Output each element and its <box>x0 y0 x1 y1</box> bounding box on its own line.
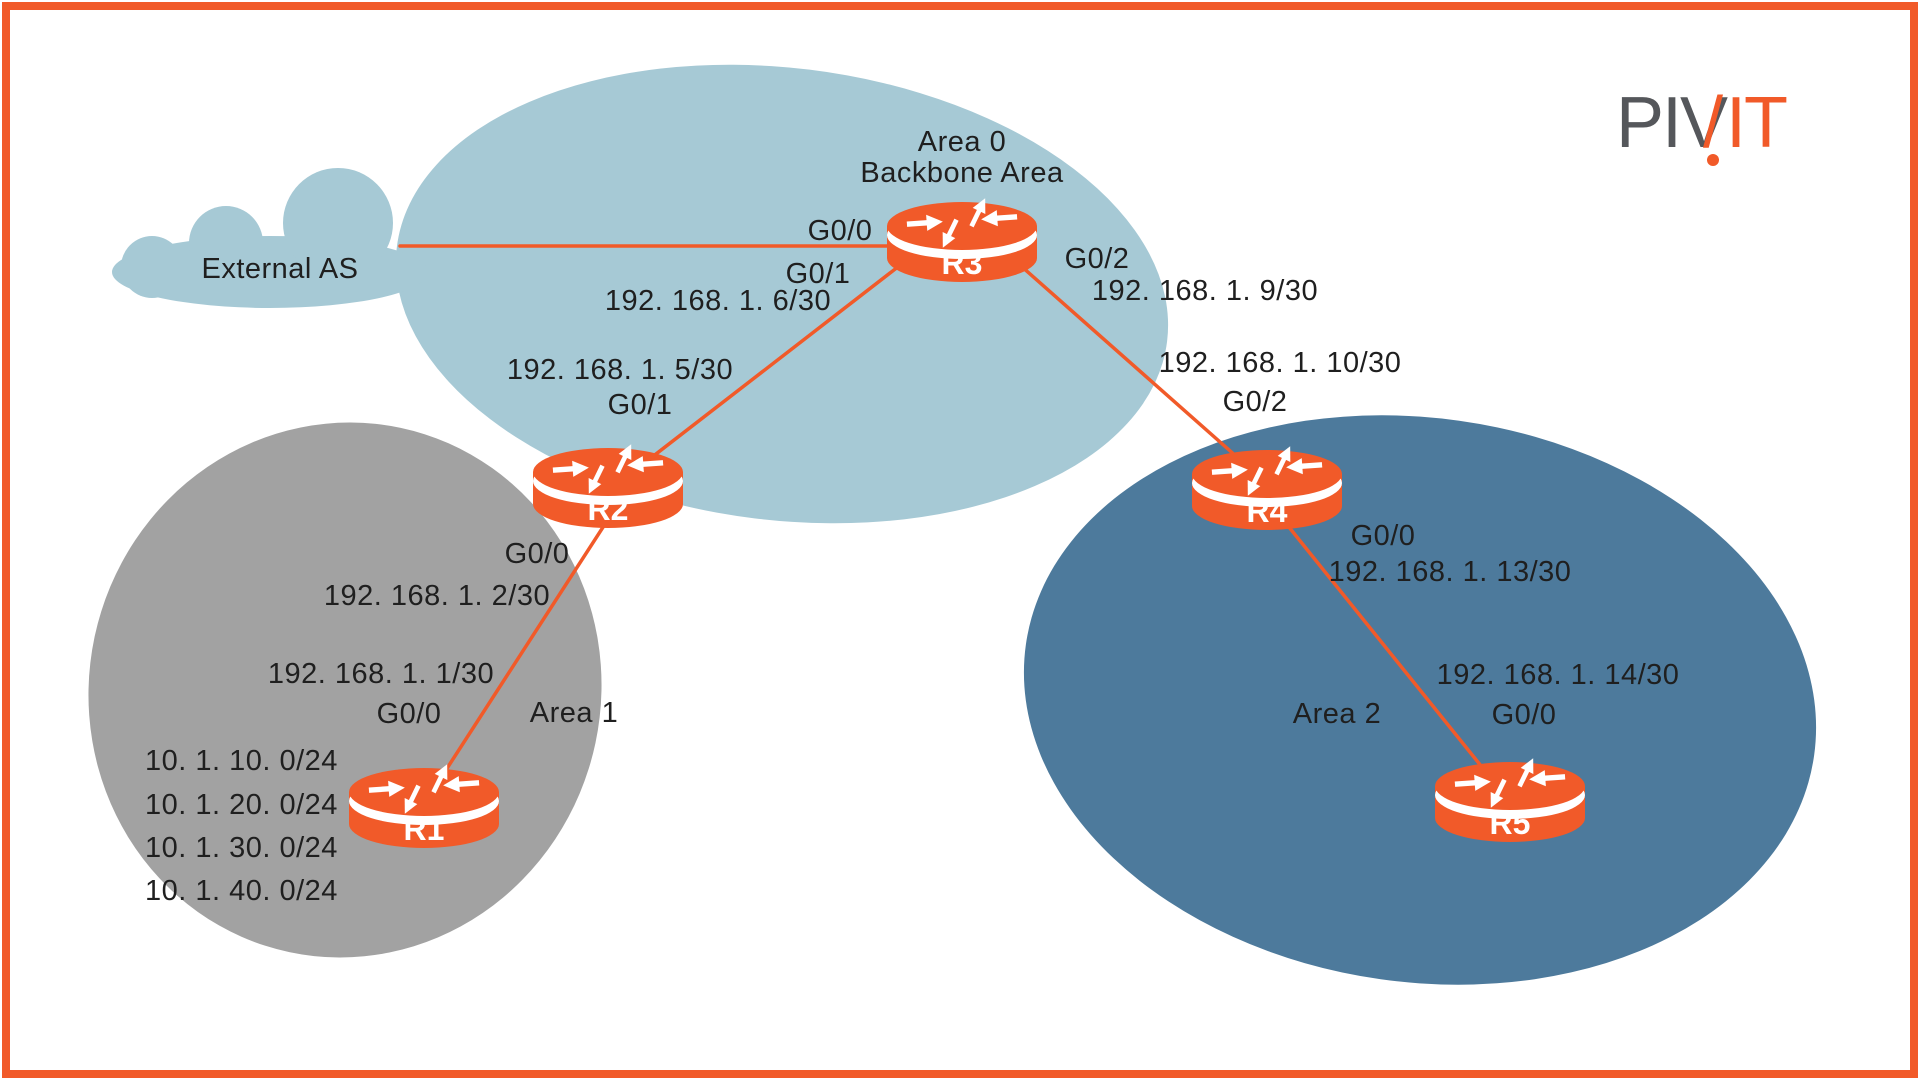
label-r1-g00: G0/0 <box>377 698 442 730</box>
logo-slash: / <box>1703 83 1723 163</box>
label-r3-g01: G0/1 <box>786 258 851 290</box>
label-ip-10-30: 192. 168. 1. 10/30 <box>1159 347 1402 379</box>
label-ip-14-30: 192. 168. 1. 14/30 <box>1437 659 1680 691</box>
router-r2-label: R2 <box>588 491 629 527</box>
router-r4: R4 <box>1192 443 1342 530</box>
label-r4-g00: G0/0 <box>1351 520 1416 552</box>
router-r1-label: R1 <box>404 811 445 847</box>
label-r2-g01: G0/1 <box>608 389 673 421</box>
logo-text-it: IT <box>1726 83 1787 163</box>
pivit-logo: PIV / IT <box>1616 83 1789 166</box>
area0-title-line2: Backbone Area <box>860 157 1064 189</box>
external-as-label: External AS <box>201 253 358 285</box>
network-item: 10. 1. 20. 0/24 <box>145 789 338 821</box>
label-r3-g02: G0/2 <box>1065 243 1130 275</box>
area2-title: Area 2 <box>1293 698 1381 730</box>
area1-title: Area 1 <box>530 697 618 729</box>
network-item: 10. 1. 40. 0/24 <box>145 875 338 907</box>
label-r3-g00: G0/0 <box>808 215 873 247</box>
label-r2-g00: G0/0 <box>505 538 570 570</box>
router-r3-label: R3 <box>942 245 983 281</box>
label-ip-13-30: 192. 168. 1. 13/30 <box>1329 556 1572 588</box>
logo-dot <box>1707 154 1719 166</box>
link-r2-r1 <box>431 502 620 792</box>
router-r3: R3 <box>887 195 1037 282</box>
cloud-bump-left <box>121 236 183 298</box>
area0-title-line1: Area 0 <box>918 126 1006 158</box>
label-r5-g00: G0/0 <box>1492 699 1557 731</box>
cloud-bump-mid <box>189 206 263 280</box>
cloud-bump-large <box>283 168 393 278</box>
r1-networks-list: 10. 1. 10. 0/24 10. 1. 20. 0/24 10. 1. 3… <box>145 745 338 907</box>
label-r4-g02: G0/2 <box>1223 386 1288 418</box>
area0-ellipse <box>395 64 1169 524</box>
logo-text-piv: PIV <box>1616 83 1728 163</box>
label-ip-5-30: 192. 168. 1. 5/30 <box>507 354 733 386</box>
router-r5-label: R5 <box>1490 805 1531 841</box>
router-r2: R2 <box>533 441 683 528</box>
area2-ellipse <box>1023 415 1817 985</box>
link-r4-r5 <box>1270 504 1504 794</box>
external-as-cloud <box>112 168 428 308</box>
router-r5: R5 <box>1435 755 1585 842</box>
label-ip-2-30: 192. 168. 1. 2/30 <box>324 580 550 612</box>
router-r1: R1 <box>349 761 499 848</box>
link-r3-r4 <box>1010 256 1265 482</box>
label-ip-9-30: 192. 168. 1. 9/30 <box>1092 275 1318 307</box>
router-r4-label: R4 <box>1247 493 1288 529</box>
link-r3-r2 <box>623 254 914 480</box>
label-ip-6-30: 192. 168. 1. 6/30 <box>605 285 831 317</box>
network-item: 10. 1. 10. 0/24 <box>145 745 338 777</box>
label-ip-1-30: 192. 168. 1. 1/30 <box>268 658 494 690</box>
network-item: 10. 1. 30. 0/24 <box>145 832 338 864</box>
